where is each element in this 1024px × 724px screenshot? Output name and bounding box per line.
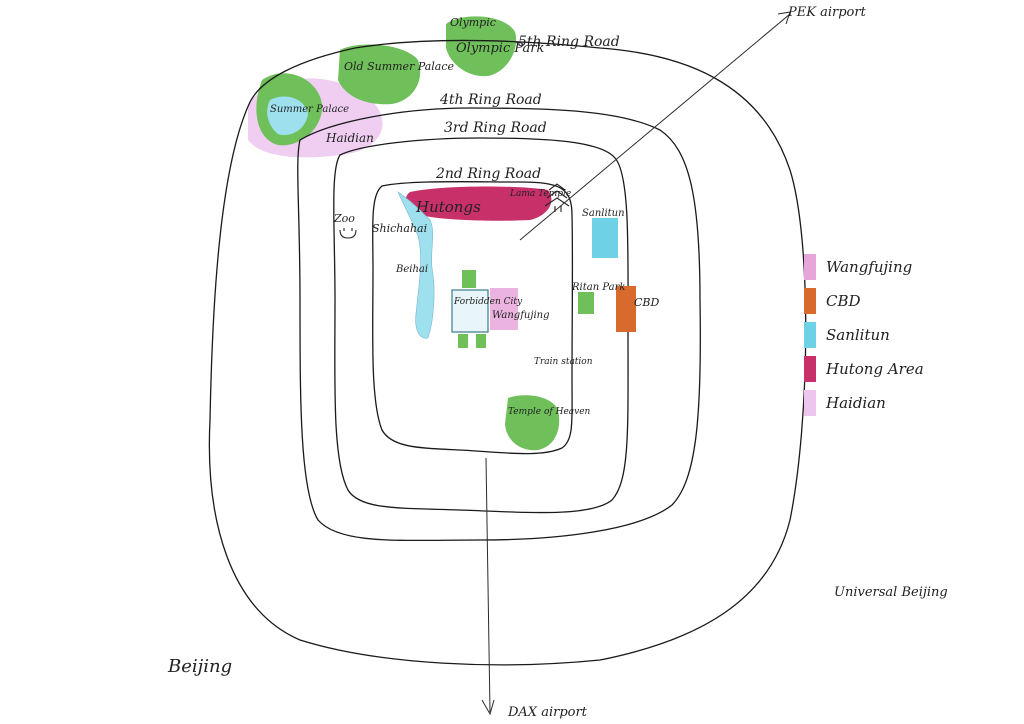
label-old-summer-palace: Old Summer Palace <box>344 60 455 73</box>
legend-label-wangfujing: Wangfujing <box>826 258 912 276</box>
road-to-pek-airport <box>519 13 791 241</box>
label-train-station: Train station <box>534 357 593 367</box>
fourth-ring-road <box>297 107 701 542</box>
label-sanlitun: Sanlitun <box>582 208 625 219</box>
olympic-park-area <box>446 16 517 77</box>
label-haidian-map: Haidian <box>325 131 374 145</box>
sanlitun-area <box>592 218 618 258</box>
second-ring-road <box>372 181 574 455</box>
legend-swatch-cbd <box>804 288 816 314</box>
label-zoo: Zoo <box>333 212 355 225</box>
legend-label-cbd: CBD <box>826 292 861 310</box>
legend-label-sanlitun: Sanlitun <box>826 326 890 344</box>
forbidden-city-south-gate-2 <box>476 334 486 348</box>
label-second-ring: 2nd Ring Road <box>435 166 541 182</box>
cbd-area <box>616 286 636 332</box>
legend-swatch-hutong-area <box>804 356 816 382</box>
third-ring-road <box>333 137 629 514</box>
ritan-park-area <box>578 292 594 314</box>
label-temple-of-heaven: Temple of Heaven <box>508 407 591 417</box>
legend-swatch-wangfujing <box>804 254 816 280</box>
hutongs-area <box>405 186 552 221</box>
label-fifth-ring: 5th Ring Road <box>518 34 620 50</box>
label-ritan-park: Ritan Park <box>571 282 625 293</box>
forbidden-city-outline <box>451 289 489 333</box>
forbidden-city-north-gate <box>462 270 476 288</box>
temple-of-heaven-area <box>505 395 560 451</box>
label-fourth-ring: 4th Ring Road <box>439 92 542 108</box>
label-cbd-map: CBD <box>634 296 660 309</box>
label-summer-palace: Summer Palace <box>270 104 349 115</box>
label-wangfujing-map: Wangfujing <box>492 310 550 321</box>
label-dax-airport: DAX airport <box>507 705 588 720</box>
legend-swatch-sanlitun <box>804 322 816 348</box>
label-olympic: Olympic <box>450 16 496 29</box>
wangfujing-area <box>490 288 518 330</box>
label-lama-temple: Lama Temple <box>509 189 571 199</box>
summer-palace-lake <box>267 96 308 136</box>
label-beihai: Beihai <box>395 264 428 275</box>
pagoda-icon <box>544 183 570 212</box>
label-city: Beijing <box>167 656 232 677</box>
label-universal: Universal Beijing <box>834 585 948 600</box>
shichahai-beihai-lakes <box>397 191 435 339</box>
pek-arrow-head <box>777 11 791 25</box>
legend-label-haidian: Haidian <box>825 394 886 412</box>
fifth-ring-road <box>208 39 807 666</box>
label-shichahai: Shichahai <box>372 222 427 235</box>
label-pek-airport: PEK airport <box>787 5 867 20</box>
label-third-ring: 3rd Ring Road <box>444 120 547 136</box>
legend-label-hutong-area: Hutong Area <box>825 360 924 378</box>
label-olympic-park: Olympic Park <box>456 41 545 56</box>
forbidden-city-south-gate-1 <box>458 334 468 348</box>
dax-arrow-head <box>481 699 495 716</box>
zoo-icon <box>339 228 357 239</box>
legend-swatch-haidian <box>804 390 816 416</box>
old-summer-palace-area <box>338 44 421 105</box>
label-forbidden-city: Forbidden City <box>453 297 523 307</box>
road-to-dax-airport <box>485 457 491 713</box>
label-hutongs: Hutongs <box>415 198 481 216</box>
